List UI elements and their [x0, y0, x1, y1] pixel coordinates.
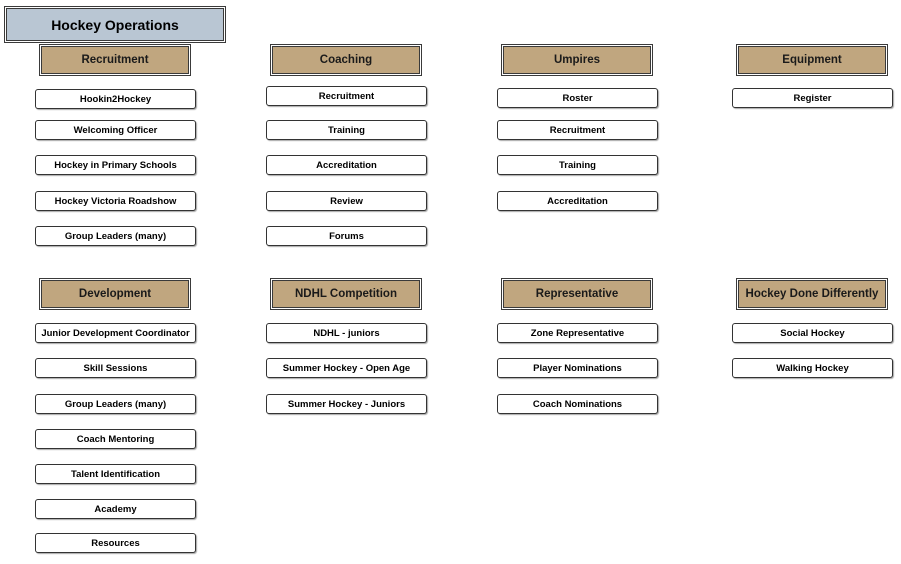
node-umpires-roster: Roster: [497, 88, 658, 108]
group-header-representative: Representative: [503, 280, 651, 308]
node-hookin2hockey: Hookin2Hockey: [35, 89, 196, 109]
group-header-equipment: Equipment: [738, 46, 886, 74]
node-coach-nominations: Coach Nominations: [497, 394, 658, 414]
node-equipment-register: Register: [732, 88, 893, 108]
node-welcoming-officer: Welcoming Officer: [35, 120, 196, 140]
group-header-coaching: Coaching: [272, 46, 420, 74]
diagram-title: Hockey Operations: [6, 8, 224, 41]
node-social-hockey: Social Hockey: [732, 323, 893, 343]
node-hockey-in-primary-schools: Hockey in Primary Schools: [35, 155, 196, 175]
node-group-leaders-development: Group Leaders (many): [35, 394, 196, 414]
node-summer-hockey-juniors: Summer Hockey - Juniors: [266, 394, 427, 414]
node-hockey-victoria-roadshow: Hockey Victoria Roadshow: [35, 191, 196, 211]
node-player-nominations: Player Nominations: [497, 358, 658, 378]
node-umpires-training: Training: [497, 155, 658, 175]
group-header-development: Development: [41, 280, 189, 308]
group-header-hockey-done-differently: Hockey Done Differently: [738, 280, 886, 308]
node-umpires-accreditation: Accreditation: [497, 191, 658, 211]
group-header-umpires: Umpires: [503, 46, 651, 74]
node-walking-hockey: Walking Hockey: [732, 358, 893, 378]
group-header-recruitment: Recruitment: [41, 46, 189, 74]
node-coaching-review: Review: [266, 191, 427, 211]
node-coaching-forums: Forums: [266, 226, 427, 246]
node-zone-representative: Zone Representative: [497, 323, 658, 343]
node-junior-development-coordinator: Junior Development Coordinator: [35, 323, 196, 343]
node-resources: Resources: [35, 533, 196, 553]
node-group-leaders-recruitment: Group Leaders (many): [35, 226, 196, 246]
node-ndhl-juniors: NDHL - juniors: [266, 323, 427, 343]
node-coaching-training: Training: [266, 120, 427, 140]
node-skill-sessions: Skill Sessions: [35, 358, 196, 378]
node-talent-identification: Talent Identification: [35, 464, 196, 484]
node-umpires-recruitment: Recruitment: [497, 120, 658, 140]
node-coach-mentoring: Coach Mentoring: [35, 429, 196, 449]
node-academy: Academy: [35, 499, 196, 519]
group-header-ndhl-competition: NDHL Competition: [272, 280, 420, 308]
node-summer-hockey-open-age: Summer Hockey - Open Age: [266, 358, 427, 378]
node-coaching-accreditation: Accreditation: [266, 155, 427, 175]
node-coaching-recruitment: Recruitment: [266, 86, 427, 106]
